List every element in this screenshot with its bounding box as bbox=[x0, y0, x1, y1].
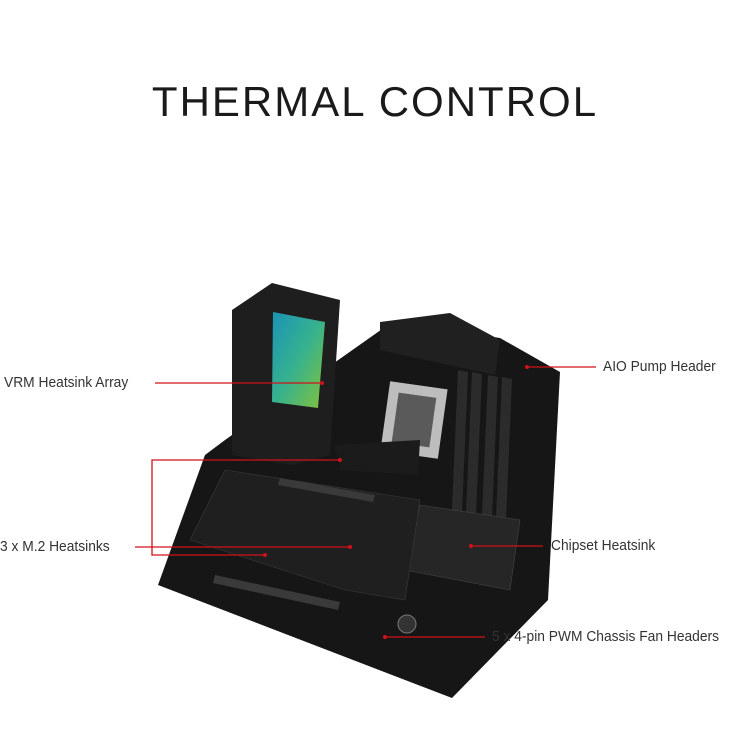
pcie-slot-lower bbox=[213, 575, 340, 610]
vrm-heatsink-label: VRM Heatsink Array bbox=[4, 374, 129, 391]
pcie-slot bbox=[278, 478, 375, 502]
vrm-rgb-panel bbox=[272, 312, 325, 408]
page-title: THERMAL CONTROL bbox=[151, 78, 599, 125]
callout-lines bbox=[135, 366, 596, 638]
fan-headers-label: 5 x 4-pin PWM Chassis Fan Headers bbox=[492, 628, 720, 645]
top-heatsink bbox=[380, 313, 500, 375]
cpu-socket-plate bbox=[391, 392, 437, 448]
cmos-battery bbox=[397, 614, 417, 634]
aio-pump-header-label: AIO Pump Header bbox=[603, 358, 716, 375]
m2-heatsinks-label: 3 x M.2 Heatsinks bbox=[0, 538, 110, 555]
ram-slots bbox=[452, 370, 512, 520]
m2-callout-bracket bbox=[151, 459, 340, 556]
callout-dots bbox=[263, 365, 529, 639]
chipset-heatsink-label: Chipset Heatsink bbox=[551, 537, 656, 554]
io-cover bbox=[335, 440, 420, 475]
m2-heatsink-plate bbox=[189, 469, 421, 601]
